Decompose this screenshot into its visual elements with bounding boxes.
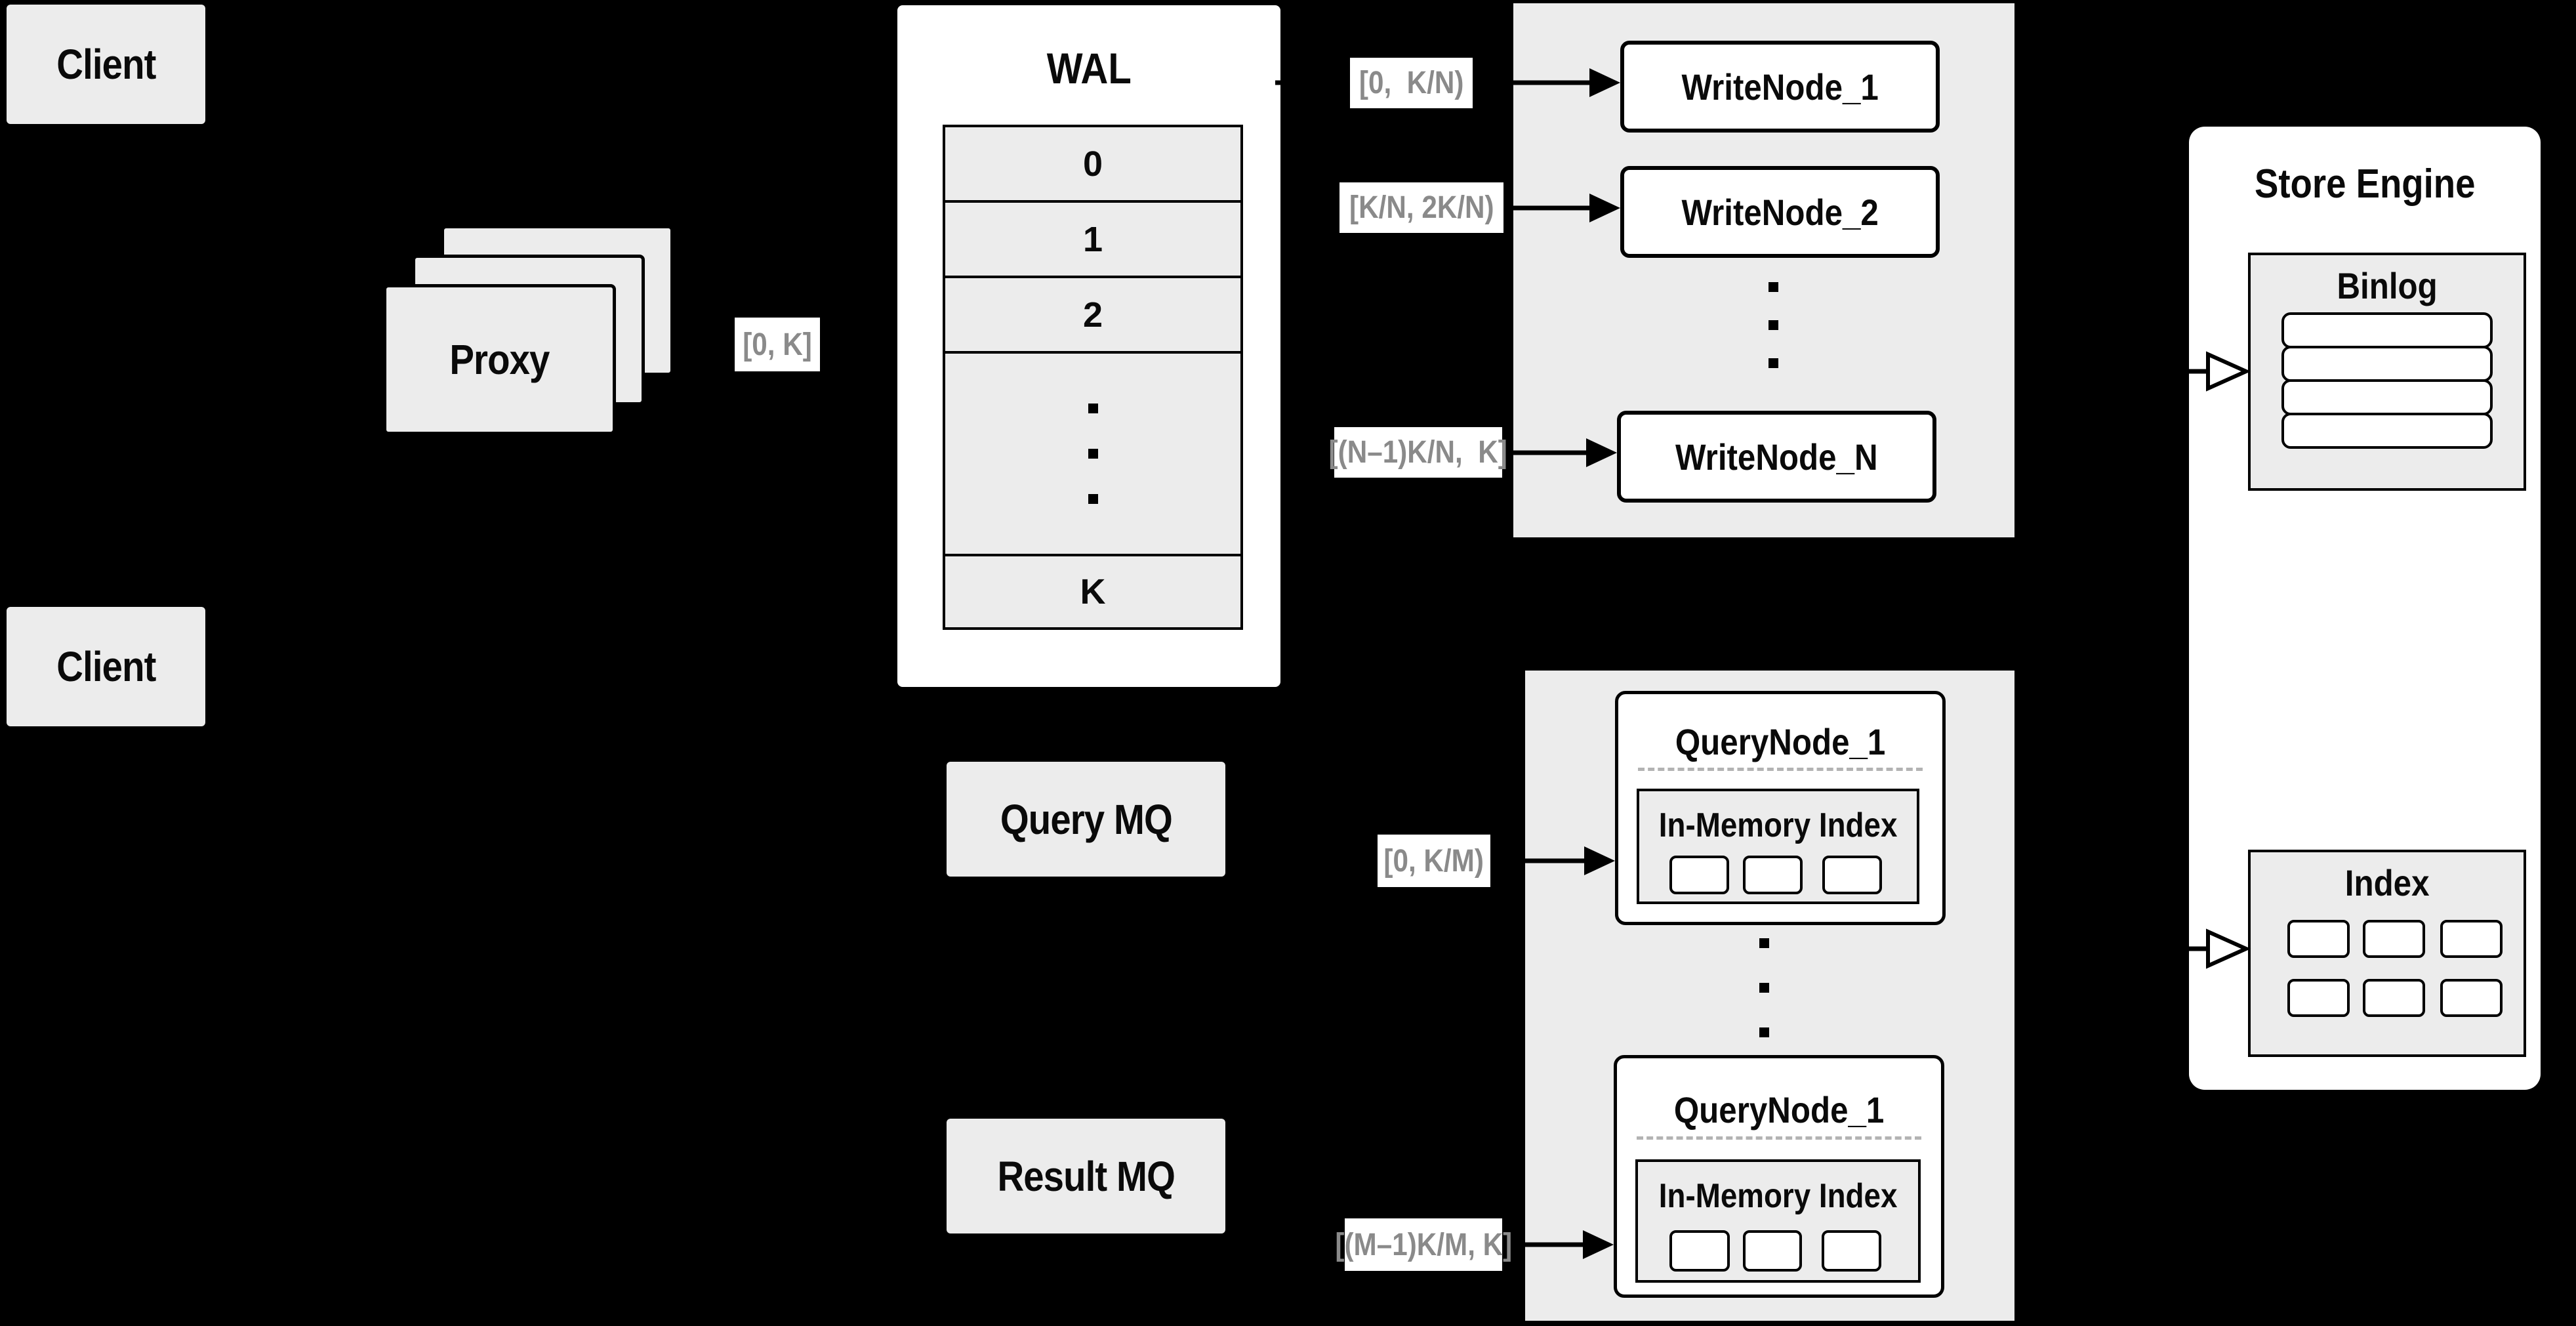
query-node-top: QueryNode_1 In-Memory Index [1615,691,1946,925]
client-box-top: Client [7,5,205,124]
index-segment [2440,920,2503,958]
index-segment [2363,920,2425,958]
ellipsis-dot [1768,358,1778,368]
query-node-bottom: QueryNode_1 In-Memory Index [1614,1055,1944,1298]
segment-box [1669,1230,1730,1272]
range-label-proxy-out: [0, K] [735,318,820,371]
query-node-bottom-title: QueryNode_1 [1673,1089,1885,1130]
wal-box: WAL 0 1 2 K [897,5,1280,687]
segment-box [1669,856,1729,894]
result-mq-label: Result MQ [997,1152,1175,1200]
query-mq-label: Query MQ [1000,795,1172,843]
range-label-write-2: [K/N, 2K/N) [1339,182,1503,233]
query-node-top-title: QueryNode_1 [1675,721,1886,762]
write-node-n: WriteNode_N [1617,411,1936,503]
binlog-row [2281,379,2493,415]
result-mq-box: Result MQ [947,1119,1225,1233]
wal-title: WAL [1046,44,1132,93]
binlog-row [2281,312,2493,348]
index-title: Index [2344,862,2430,903]
ellipsis-dot [1768,282,1778,292]
wal-table: 0 1 2 K [943,125,1243,630]
in-memory-index-bottom: In-Memory Index [1635,1159,1921,1283]
range-label-query-bottom: [(M–1)K/M, K] [1335,1218,1512,1271]
client-top-label: Client [56,41,156,88]
ellipsis-dot [1088,494,1098,504]
range-label-write-n: [(N–1)K/N, K] [1329,427,1507,478]
wal-row-k: K [945,556,1240,627]
ellipsis-dot [1759,938,1769,948]
store-engine-box: Store Engine Binlog Index [2189,127,2541,1090]
client-box-bottom: Client [7,607,205,726]
index-segment [2287,979,2350,1017]
range-label-query-top: [0, K/M) [1378,835,1490,887]
write-nodes-ellipsis [1768,282,1778,368]
wal-row-2: 2 [945,278,1240,354]
binlog-box: Binlog [2248,253,2526,491]
store-engine-title: Store Engine [2254,161,2476,207]
index-segment [2287,920,2350,958]
index-box: Index [2248,850,2526,1057]
segment-box [1822,1230,1881,1272]
index-segment [2440,979,2503,1017]
ellipsis-dot [1088,404,1098,413]
index-segment [2363,979,2425,1017]
binlog-title: Binlog [2337,265,2438,306]
divider-dashed [1638,768,1923,771]
proxy-label: Proxy [449,336,550,383]
ellipsis-dot [1768,320,1778,330]
in-memory-index-top: In-Memory Index [1637,789,1919,904]
write-node-1: WriteNode_1 [1620,41,1940,133]
ellipsis-dot [1088,449,1098,459]
ellipsis-dot [1759,983,1769,993]
binlog-row [2281,346,2493,382]
wal-row-ellipsis [945,354,1240,556]
client-bottom-label: Client [56,643,156,690]
range-label-write-1: [0, K/N) [1350,58,1473,108]
write-node-2: WriteNode_2 [1620,166,1940,258]
query-nodes-ellipsis [1759,938,1769,1037]
segment-box [1743,856,1803,894]
wal-row-1: 1 [945,203,1240,278]
wal-row-0: 0 [945,127,1240,203]
proxy-card-front: Proxy [383,284,616,435]
segment-box [1822,856,1882,894]
ellipsis-dot [1759,1027,1769,1037]
binlog-row [2281,413,2493,449]
segment-box [1743,1230,1802,1272]
query-mq-box: Query MQ [947,762,1225,877]
divider-dashed [1637,1136,1921,1140]
